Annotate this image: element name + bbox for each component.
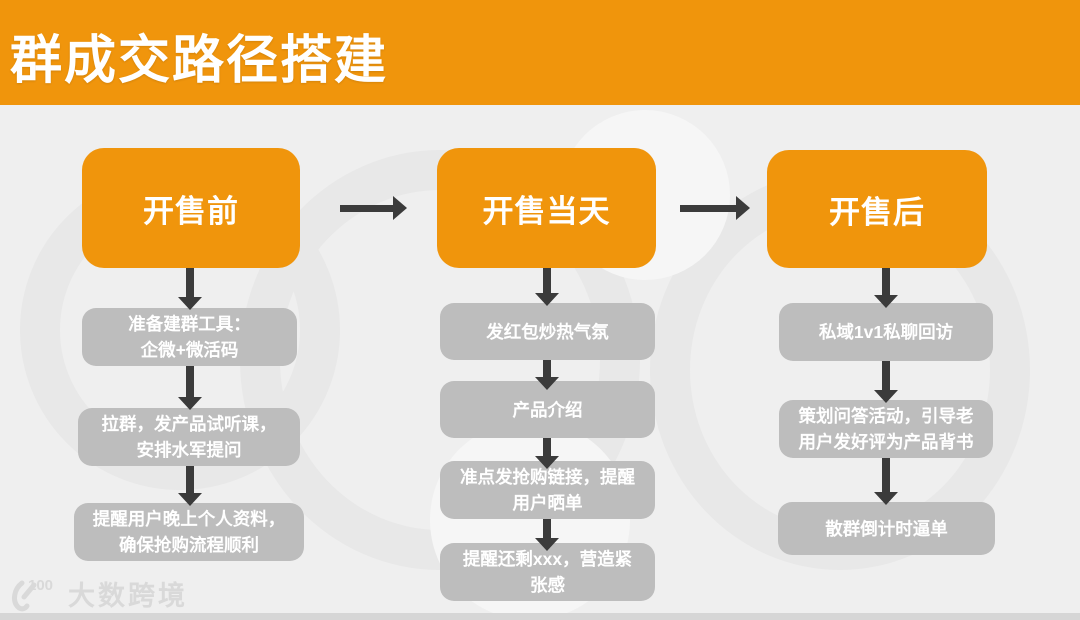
stage-box-presale: 开售前 bbox=[82, 148, 300, 268]
stage-label: 开售后 bbox=[829, 194, 925, 230]
stage-label: 开售前 bbox=[143, 193, 239, 229]
step-line: 确保抢购流程顺利 bbox=[119, 535, 259, 555]
step-line: 用户发好评为产品背书 bbox=[798, 432, 974, 452]
stage-box-postsale: 开售后 bbox=[767, 150, 987, 268]
stage-label: 开售当天 bbox=[482, 193, 611, 229]
step-line: 发红包炒热气氛 bbox=[486, 321, 609, 342]
step-box: 私域1v1私聊回访 bbox=[779, 303, 993, 361]
down-arrow-icon bbox=[178, 268, 202, 310]
bottom-strip bbox=[0, 613, 1080, 620]
right-arrow-icon bbox=[680, 196, 750, 220]
right-arrow-icon bbox=[340, 196, 407, 220]
step-line: 张感 bbox=[530, 575, 565, 595]
step-box: 发红包炒热气氛 bbox=[440, 303, 655, 360]
down-arrow-icon bbox=[535, 438, 559, 469]
stage-box-saleday: 开售当天 bbox=[437, 148, 656, 268]
down-arrow-icon bbox=[874, 268, 898, 308]
step-line: 企微+微活码 bbox=[140, 340, 239, 360]
down-arrow-icon bbox=[874, 361, 898, 403]
down-arrow-icon bbox=[178, 366, 202, 410]
watermark-logo: 100 大数跨境 bbox=[10, 574, 188, 613]
page-title: 群成交路径搭建 bbox=[10, 32, 389, 90]
step-line: 安排水军提问 bbox=[136, 440, 242, 460]
step-line: 用户晒单 bbox=[512, 493, 583, 513]
step-box: 提醒用户晚上个人资料， 确保抢购流程顺利 bbox=[74, 503, 304, 561]
step-line: 散群倒计时逼单 bbox=[825, 518, 948, 539]
step-box: 准点发抢购链接，提醒 用户晒单 bbox=[440, 461, 655, 519]
logo-badge: 100 bbox=[28, 577, 53, 594]
down-arrow-icon bbox=[535, 360, 559, 390]
logo-text: 大数跨境 bbox=[68, 581, 188, 611]
step-line: 准备建群工具： bbox=[128, 314, 251, 334]
down-arrow-icon bbox=[178, 466, 202, 506]
step-line: 策划问答活动，引导老 bbox=[798, 406, 974, 426]
step-box: 拉群，发产品试听课， 安排水军提问 bbox=[78, 408, 300, 466]
title-bar: 群成交路径搭建 bbox=[0, 0, 1080, 105]
step-line: 拉群，发产品试听课， bbox=[101, 414, 277, 434]
step-line: 提醒还剩xxx，营造紧 bbox=[462, 549, 633, 569]
step-box: 策划问答活动，引导老 用户发好评为产品背书 bbox=[779, 400, 993, 458]
step-box: 准备建群工具： 企微+微活码 bbox=[82, 308, 297, 366]
step-box: 产品介绍 bbox=[440, 381, 655, 438]
down-arrow-icon bbox=[535, 268, 559, 306]
step-line: 提醒用户晚上个人资料， bbox=[92, 509, 286, 529]
step-line: 准点发抢购链接，提醒 bbox=[460, 467, 635, 487]
step-line: 产品介绍 bbox=[512, 399, 583, 420]
down-arrow-icon bbox=[535, 519, 559, 551]
step-line: 私域1v1私聊回访 bbox=[818, 322, 954, 342]
step-box: 散群倒计时逼单 bbox=[778, 502, 995, 555]
step-box: 提醒还剩xxx，营造紧 张感 bbox=[440, 543, 655, 601]
down-arrow-icon bbox=[874, 458, 898, 505]
logo-icon: 100 bbox=[12, 577, 53, 611]
